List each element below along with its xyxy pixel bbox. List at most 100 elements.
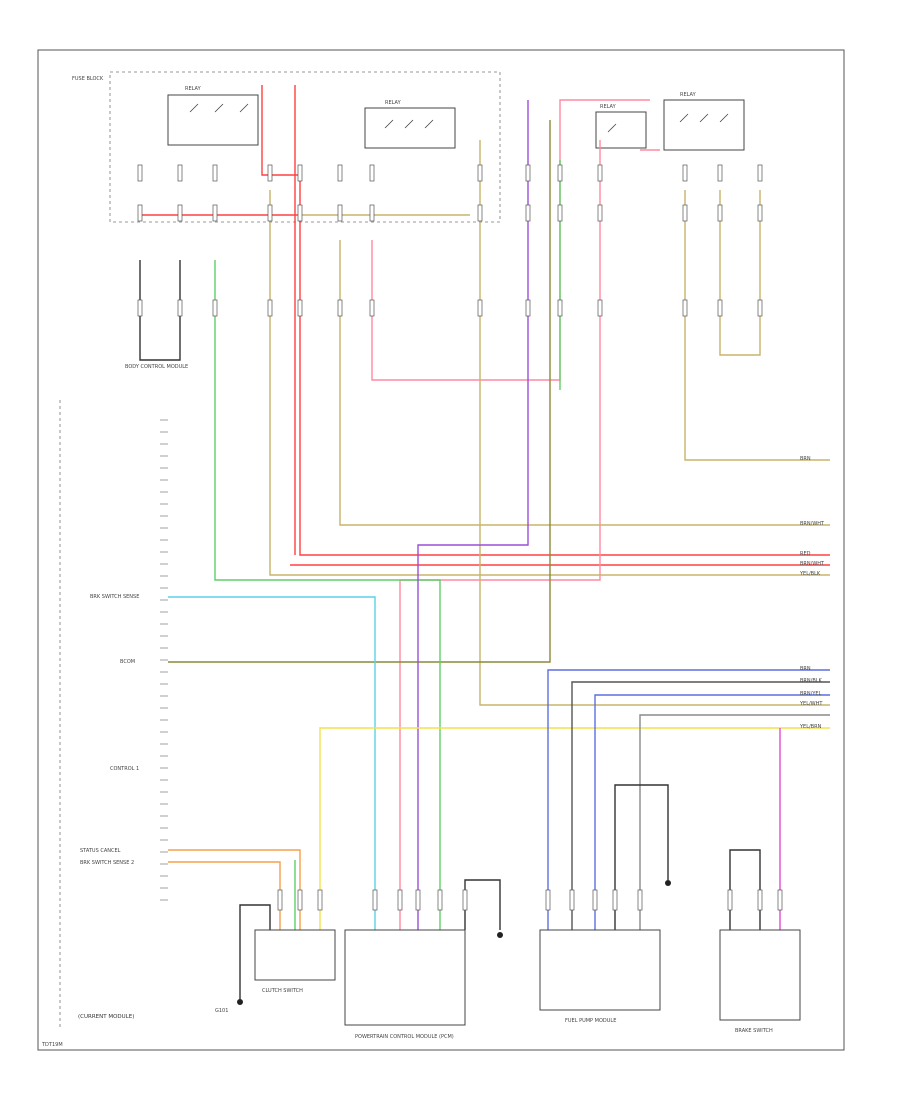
output-label: BRN/WHT [800, 521, 825, 527]
connector [369, 204, 375, 222]
wire-black-pcm [464, 879, 501, 930]
connector [597, 299, 603, 317]
wire-pink-1 [371, 99, 650, 381]
wire-blue-2 [594, 694, 830, 930]
connector [612, 889, 618, 911]
connector [545, 889, 551, 911]
wire-connectors [137, 164, 783, 911]
fuse-block-housing [109, 71, 501, 223]
connector [212, 299, 218, 317]
wire-tan-4 [479, 140, 830, 706]
input-label-bcom: BCOM [120, 659, 135, 665]
input-label-brk2: BRK SWITCH SENSE 2 [80, 860, 134, 866]
wire-pink-2 [399, 140, 601, 930]
connector [337, 204, 343, 222]
wire-green-1 [214, 260, 441, 930]
wire-tan-3 [684, 190, 830, 461]
connector [477, 299, 483, 317]
connector [415, 889, 421, 911]
fuel-pump-label: FUEL PUMP MODULE [565, 1018, 616, 1024]
connector [477, 204, 483, 222]
output-label: YEL/BLK [799, 571, 821, 577]
output-label: BRN/BLK [800, 678, 823, 684]
connector [682, 164, 688, 182]
connector [525, 204, 531, 222]
connector [777, 889, 783, 911]
connector [297, 299, 303, 317]
output-label: RED [800, 551, 811, 557]
connector [592, 889, 598, 911]
connector [682, 204, 688, 222]
connector [597, 204, 603, 222]
connector [297, 204, 303, 222]
connector [297, 164, 303, 182]
connector [277, 889, 283, 911]
wire-yellow [319, 727, 830, 930]
ground-label: G101 [215, 1008, 228, 1014]
connector [757, 299, 763, 317]
connector [267, 164, 273, 182]
connector [437, 889, 443, 911]
wire-tan-1 [339, 240, 830, 526]
diagram-frame [37, 49, 845, 1051]
connector [397, 889, 403, 911]
connector [137, 164, 143, 182]
relay-3 [595, 111, 647, 149]
pcm-label: POWERTRAIN CONTROL MODULE (PCM) [355, 1034, 454, 1040]
connector [525, 164, 531, 182]
wire-black-brake [729, 849, 761, 930]
wire-gray-1 [639, 714, 830, 930]
brake-switch-label: BRAKE SWITCH [735, 1028, 773, 1034]
connector [682, 299, 688, 317]
connector [137, 299, 143, 317]
output-label: BRN/YEL [800, 691, 822, 697]
connector [177, 164, 183, 182]
diagram-code: TDT19M [41, 1042, 63, 1048]
output-labels: BRNBRN/WHTREDBRN/WHTYEL/BLKBRNBRN/BLKBRN… [799, 456, 825, 730]
relay-1 [167, 94, 259, 146]
connector [477, 164, 483, 182]
connector [267, 299, 273, 317]
connector [717, 164, 723, 182]
wire-black-loop [139, 260, 181, 361]
wire-olive-bcom [168, 120, 551, 663]
output-label: BRN/WHT [800, 561, 825, 567]
wire-blue-1 [547, 669, 830, 930]
output-label: BRN [800, 456, 811, 462]
connector [369, 164, 375, 182]
connector [212, 204, 218, 222]
body-module-label: BODY CONTROL MODULE [125, 364, 188, 370]
wire-red-main [261, 85, 830, 556]
connector [369, 299, 375, 317]
clutch-switch-label: CLUTCH SWITCH [262, 988, 303, 994]
ground-icon [665, 880, 671, 886]
connector [317, 889, 323, 911]
connector [137, 204, 143, 222]
connector [267, 204, 273, 222]
wire-tan-5 [719, 190, 761, 356]
connector [757, 164, 763, 182]
connector [177, 299, 183, 317]
input-label-brk: BRK SWITCH SENSE [90, 594, 139, 600]
connector [557, 299, 563, 317]
connector [212, 164, 218, 182]
output-label: YEL/WHT [799, 701, 823, 707]
connector [597, 164, 603, 182]
connector [297, 889, 303, 911]
connector [337, 299, 343, 317]
wire-dark-1 [571, 681, 830, 930]
wire-black-fuelpump [614, 784, 669, 930]
connector [337, 164, 343, 182]
relay-2 [364, 107, 456, 149]
connector [637, 889, 643, 911]
connector [177, 204, 183, 222]
fuel-pump-module [539, 929, 661, 1011]
relay-4-label: RELAY [680, 92, 697, 98]
output-label: YEL/BRN [799, 724, 822, 730]
input-label-cancel: STATUS CANCEL [80, 848, 121, 854]
powertrain-control-module [344, 929, 466, 1026]
connector [727, 889, 733, 911]
connector [757, 889, 763, 911]
